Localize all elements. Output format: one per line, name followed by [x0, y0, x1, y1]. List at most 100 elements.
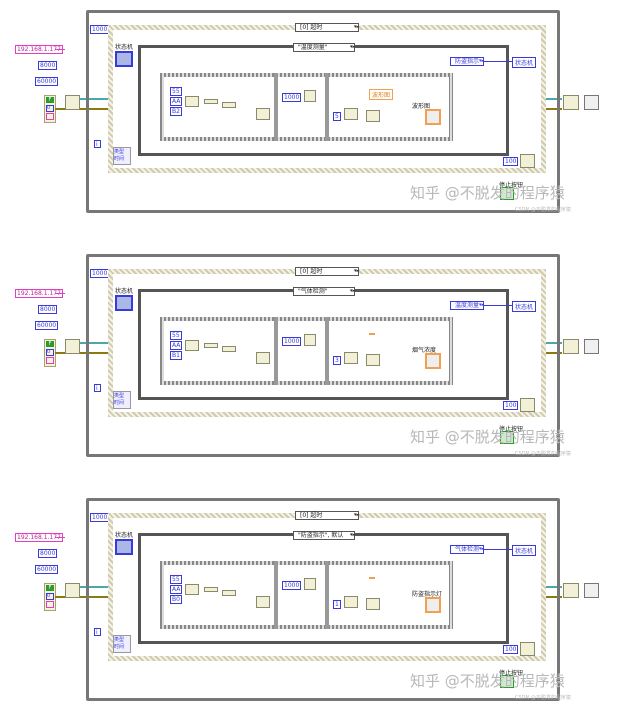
byte-constant[interactable]: 55 — [170, 331, 182, 340]
byte-constant[interactable]: B1 — [170, 351, 182, 360]
tcp-write-node[interactable] — [256, 108, 270, 120]
event-timeout-constant[interactable]: 1000 — [90, 25, 110, 34]
timeout-constant[interactable]: 60000 — [35, 321, 59, 330]
build-array-node[interactable] — [185, 96, 199, 107]
error-handler-icon[interactable] — [584, 95, 599, 110]
watermark: 知乎 @不脱发的程序猿 — [410, 184, 565, 202]
concatenate-node[interactable] — [222, 346, 236, 352]
data-conversion-node[interactable] — [366, 354, 380, 366]
error-source — [46, 113, 54, 120]
tcp-read-node[interactable] — [344, 596, 358, 608]
event-case-selector[interactable]: [0] 超时 — [295, 267, 359, 276]
event-data-node: 类型 时间 — [113, 391, 131, 409]
wait-constant[interactable]: 1000 — [282, 337, 302, 346]
error-handler-icon[interactable] — [584, 339, 599, 354]
state-machine-label: 状态机 — [115, 532, 134, 539]
flat-sequence-structure — [160, 317, 453, 385]
indicator-label: 防盗指示灯 — [412, 591, 443, 598]
byte-constant[interactable]: AA — [170, 341, 183, 350]
watermark-small: CSDN @不脱发的程序猿 — [515, 451, 571, 457]
wait-constant[interactable]: 1000 — [282, 581, 302, 590]
data-conversion-node[interactable] — [366, 598, 380, 610]
byte-constant[interactable]: AA — [170, 97, 183, 106]
tcp-close-connection-node[interactable] — [563, 95, 579, 110]
sequence-frame-divider — [325, 73, 329, 141]
case-selector[interactable]: "防盗指示", 默认 — [293, 531, 355, 540]
loop-wait-constant[interactable]: 100 — [503, 157, 519, 166]
byte-constant[interactable]: B2 — [170, 107, 182, 116]
timeout-constant[interactable]: 60000 — [35, 565, 59, 574]
build-array-node[interactable] — [185, 340, 199, 351]
tcp-open-connection-node[interactable] — [65, 95, 80, 110]
tcp-read-node[interactable] — [344, 108, 358, 120]
stop-button-label: 停止按钮 — [499, 182, 524, 189]
error-handler-icon[interactable] — [584, 583, 599, 598]
tcp-write-node[interactable] — [256, 352, 270, 364]
wire — [55, 49, 65, 50]
next-state-enum[interactable]: 温度测量 — [450, 301, 484, 310]
sequence-frame-divider — [274, 561, 278, 629]
port-constant[interactable]: 8000 — [38, 305, 58, 314]
bytes-to-read-constant[interactable]: 1 — [333, 600, 341, 609]
wire — [55, 537, 65, 538]
loop-wait-constant[interactable]: 100 — [503, 401, 519, 410]
block-diagram: 192.168.1.177 8000 60000 F 0 1000 i [0] … — [0, 0, 619, 236]
byte-constant[interactable]: 55 — [170, 575, 182, 584]
stop-button-terminal[interactable] — [500, 675, 514, 688]
state-machine-local-variable[interactable]: 状态机 — [512, 57, 537, 68]
next-state-enum[interactable]: 防盗指示 — [450, 57, 484, 66]
flat-sequence-structure — [160, 73, 453, 141]
error-code: 0 — [46, 105, 54, 112]
event-timeout-constant[interactable]: 1000 — [90, 513, 110, 522]
wait-constant[interactable]: 1000 — [282, 93, 302, 102]
enum-wire — [484, 305, 512, 306]
tcp-open-connection-node[interactable] — [65, 339, 80, 354]
next-state-enum[interactable]: 气体检测 — [450, 545, 484, 554]
state-machine-local-variable[interactable]: 状态机 — [512, 301, 537, 312]
state-machine-shift-register-icon — [115, 51, 133, 67]
bytes-to-read-constant[interactable]: 5 — [333, 112, 341, 121]
error-cluster-constant[interactable]: F 0 — [44, 95, 56, 123]
status-boolean: F — [46, 585, 54, 591]
byte-constant[interactable]: AA — [170, 585, 183, 594]
widget-property-node[interactable] — [369, 577, 375, 579]
widget-property-node[interactable]: 波形图 — [369, 89, 394, 100]
case-selector[interactable]: "温度测量" — [293, 43, 355, 52]
concatenate-node[interactable] — [222, 590, 236, 596]
case-selector[interactable]: "气体检测" — [293, 287, 355, 296]
byte-constant[interactable]: B0 — [170, 595, 182, 604]
data-conversion-node[interactable] — [366, 110, 380, 122]
widget-property-node[interactable] — [369, 333, 375, 335]
byte-array-to-string-node[interactable] — [204, 99, 218, 104]
event-data-node: 类型 时间 — [113, 147, 131, 165]
event-type-label: 类型 — [114, 637, 125, 643]
event-case-selector[interactable]: [0] 超时 — [295, 23, 359, 32]
sequence-frame-divider — [274, 317, 278, 385]
byte-constant[interactable]: 55 — [170, 87, 182, 96]
loop-wait-constant[interactable]: 100 — [503, 645, 519, 654]
tcp-close-connection-node[interactable] — [563, 339, 579, 354]
tcp-open-connection-node[interactable] — [65, 583, 80, 598]
tcp-write-node[interactable] — [256, 596, 270, 608]
port-constant[interactable]: 8000 — [38, 61, 58, 70]
tcp-close-connection-node[interactable] — [563, 583, 579, 598]
event-timeout-constant[interactable]: 1000 — [90, 269, 110, 278]
while-loop — [86, 254, 560, 457]
stop-button-terminal[interactable] — [500, 431, 514, 444]
byte-array-to-string-node[interactable] — [204, 343, 218, 348]
build-array-node[interactable] — [185, 584, 199, 595]
timeout-constant[interactable]: 60000 — [35, 77, 59, 86]
bytes-to-read-constant[interactable]: 3 — [333, 356, 341, 365]
stop-button-label: 停止按钮 — [499, 426, 524, 433]
state-machine-local-variable[interactable]: 状态机 — [512, 545, 537, 556]
stop-button-terminal[interactable] — [500, 187, 514, 200]
tcp-read-node[interactable] — [344, 352, 358, 364]
byte-array-to-string-node[interactable] — [204, 587, 218, 592]
event-case-selector[interactable]: [0] 超时 — [295, 511, 359, 520]
concatenate-node[interactable] — [222, 102, 236, 108]
wait-ms-icon — [520, 154, 535, 168]
indicator-terminal-icon — [425, 353, 441, 369]
indicator-terminal-icon — [425, 109, 441, 125]
indicator-label: 烟气浓度 — [412, 347, 437, 354]
port-constant[interactable]: 8000 — [38, 549, 58, 558]
